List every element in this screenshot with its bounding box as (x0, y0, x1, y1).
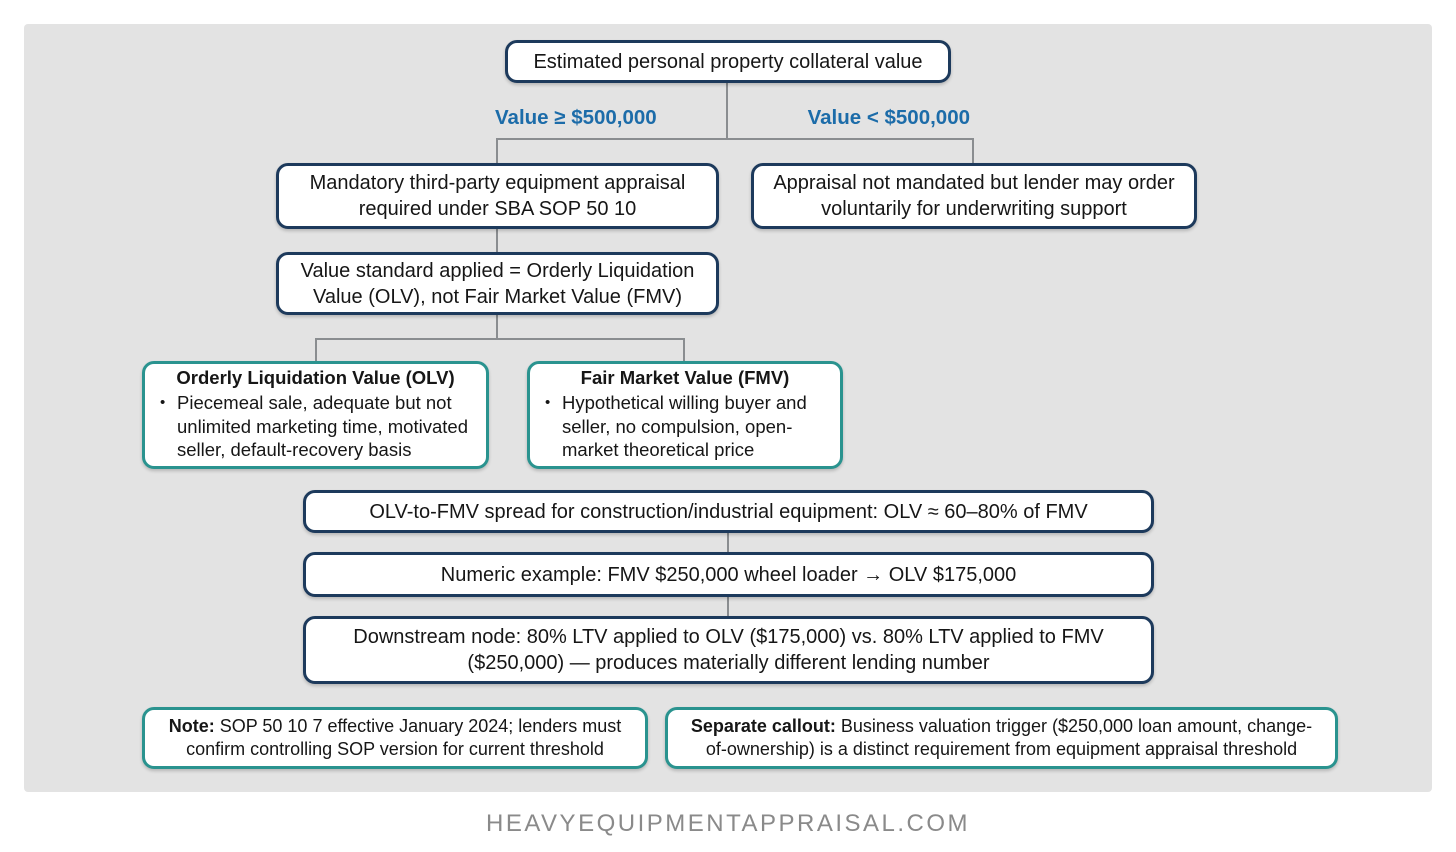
callout-business-valuation-text: Separate callout: Business valuation tri… (682, 715, 1321, 761)
node-downstream-ltv: Downstream node: 80% LTV applied to OLV … (303, 616, 1154, 684)
connector-line (496, 228, 498, 255)
node-olv-fmv-spread-label: OLV-to-FMV spread for construction/indus… (369, 500, 1088, 523)
fmv-title: Fair Market Value (FMV) (580, 367, 790, 389)
connector-line (496, 313, 498, 340)
fmv-bullet-text: Hypothetical willing buyer and seller, n… (562, 392, 807, 461)
node-collateral-value-label: Estimated personal property collateral v… (533, 50, 923, 73)
connector-line (726, 82, 728, 140)
connector-line (315, 338, 685, 340)
node-collateral-value: Estimated personal property collateral v… (505, 40, 951, 83)
bullet-icon: • (545, 394, 551, 412)
callout-sop-note-body: SOP 50 10 7 effective January 2024; lend… (186, 716, 622, 759)
callout-sop-note-text: Note: SOP 50 10 7 effective January 2024… (159, 715, 631, 761)
node-value-standard-label: Value standard applied = Orderly Liquida… (300, 259, 695, 308)
node-olv-definition: Orderly Liquidation Value (OLV) • Piecem… (142, 361, 489, 469)
node-mandatory-appraisal: Mandatory third-party equipment appraisa… (276, 163, 719, 229)
bullet-icon: • (160, 394, 166, 412)
branch-label-gte-500k: Value ≥ $500,000 (495, 106, 657, 129)
callout-sop-note: Note: SOP 50 10 7 effective January 2024… (142, 707, 648, 769)
node-value-standard: Value standard applied = Orderly Liquida… (276, 252, 719, 315)
callout-sop-note-prefix: Note: (168, 716, 215, 736)
olv-title: Orderly Liquidation Value (OLV) (176, 367, 455, 389)
connector-line (496, 138, 498, 166)
node-voluntary-appraisal: Appraisal not mandated but lender may or… (751, 163, 1197, 229)
connector-line (727, 595, 729, 618)
callout-business-valuation-body: Business valuation trigger ($250,000 loa… (705, 716, 1313, 759)
site-watermark: HEAVYEQUIPMENTAPPRAISAL.COM (485, 810, 971, 837)
node-mandatory-appraisal-label: Mandatory third-party equipment appraisa… (309, 172, 686, 220)
connector-line (972, 138, 974, 166)
connector-line (727, 531, 729, 554)
node-numeric-example-label: Numeric example: FMV $250,000 wheel load… (440, 563, 1017, 586)
connector-line (683, 338, 685, 363)
olv-bullet-row: • Piecemeal sale, adequate but not unlim… (157, 391, 474, 462)
node-olv-fmv-spread: OLV-to-FMV spread for construction/indus… (303, 490, 1154, 533)
callout-business-valuation-prefix: Separate callout: (690, 716, 836, 736)
connector-line (496, 138, 974, 140)
fmv-bullet-row: • Hypothetical willing buyer and seller,… (542, 391, 828, 462)
connector-line (315, 338, 317, 363)
node-voluntary-appraisal-label: Appraisal not mandated but lender may or… (773, 172, 1175, 220)
node-numeric-example: Numeric example: FMV $250,000 wheel load… (303, 552, 1154, 597)
node-fmv-definition: Fair Market Value (FMV) • Hypothetical w… (527, 361, 843, 469)
node-downstream-ltv-label: Downstream node: 80% LTV applied to OLV … (353, 626, 1104, 674)
callout-business-valuation: Separate callout: Business valuation tri… (665, 707, 1338, 769)
olv-bullet-text: Piecemeal sale, adequate but not unlimit… (177, 392, 468, 461)
branch-label-lt-500k: Value < $500,000 (807, 106, 970, 129)
